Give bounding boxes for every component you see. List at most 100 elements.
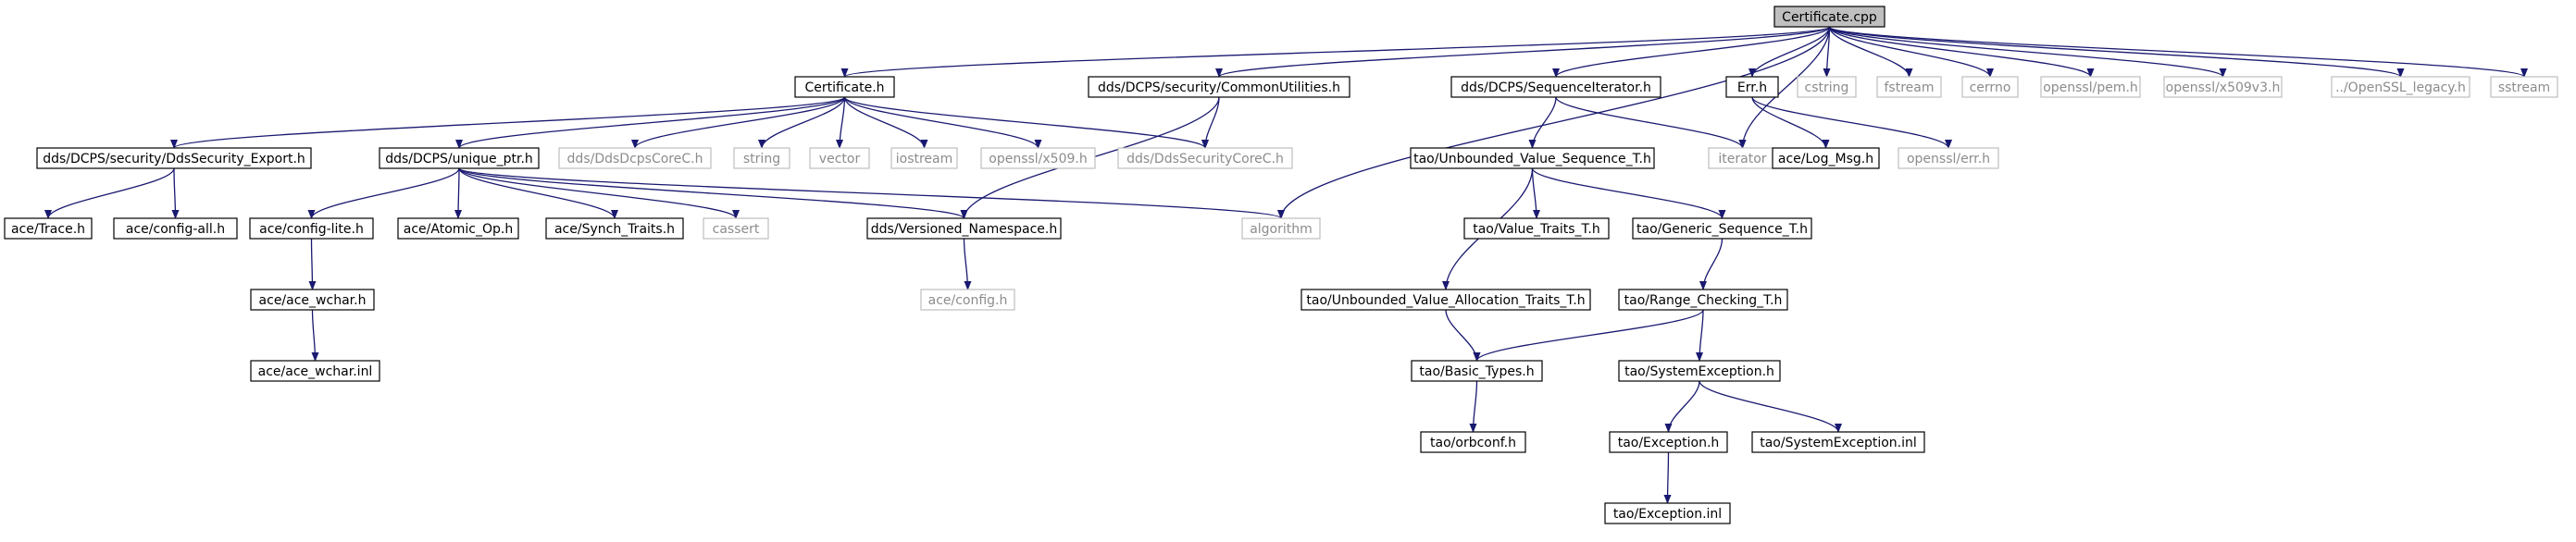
node-tao-unbounded-value-sequence-t-h[interactable]: tao/Unbounded_Value_Sequence_T.h bbox=[1410, 147, 1655, 169]
node-ace-config-lite-h[interactable]: ace/config-lite.h bbox=[249, 217, 374, 240]
edge-certificate_cpp-to-iterator bbox=[1738, 26, 1831, 149]
node-box bbox=[1725, 76, 1779, 98]
node-label: dds/DdsSecurityCoreC.h bbox=[1126, 152, 1284, 166]
node-openssl-x509-h: openssl/x509.h bbox=[980, 147, 1096, 169]
node-unique-ptr-h[interactable]: dds/DCPS/unique_ptr.h bbox=[379, 147, 540, 169]
node-tao-value-traits-t-h[interactable]: tao/Value_Traits_T.h bbox=[1463, 217, 1610, 240]
edge-unique_ptr_h-to-ace_synch_traits_h bbox=[458, 167, 618, 219]
node-label: openssl/pem.h bbox=[2043, 80, 2138, 95]
node-box bbox=[1751, 431, 1925, 453]
node-box bbox=[1876, 76, 1942, 98]
node-label: cerrno bbox=[1970, 80, 2011, 95]
node-tao-generic-sequence-t-h[interactable]: tao/Generic_Sequence_T.h bbox=[1632, 217, 1812, 240]
node-label: ace/config-lite.h bbox=[259, 222, 364, 237]
node-box bbox=[1618, 360, 1781, 382]
node-label: string bbox=[743, 152, 780, 166]
node-label: ace/config-all.h bbox=[126, 222, 225, 237]
edge-ace_config_lite_h-to-ace_ace_wchar_h bbox=[308, 238, 317, 290]
edge-certificate_h-to-unique_ptr_h bbox=[455, 96, 846, 149]
edge-certificate_h-to-string bbox=[758, 96, 846, 149]
edge-certificate_cpp-to-openssl_legacy_h bbox=[1828, 26, 2405, 78]
node-label: tao/Exception.h bbox=[1618, 436, 1720, 450]
node-box bbox=[545, 217, 684, 240]
node-label: openssl/x509v3.h bbox=[2166, 80, 2281, 95]
node-label: ace/Log_Msg.h bbox=[1778, 152, 1873, 166]
edge-tao_exception_h-to-tao_exception_inl bbox=[1663, 451, 1672, 504]
node-box bbox=[250, 289, 375, 311]
node-label: iterator bbox=[1718, 152, 1766, 166]
node-versioned-namespace-h[interactable]: dds/Versioned_Namespace.h bbox=[866, 217, 1062, 240]
node-box bbox=[250, 360, 380, 382]
node-box bbox=[980, 147, 1096, 169]
node-ace-synch-traits-h[interactable]: ace/Synch_Traits.h bbox=[545, 217, 684, 240]
node-label: fstream bbox=[1885, 80, 1935, 95]
edge-tao_unbounded_value_allocation_traits_t_h-to-tao_basic_types_h bbox=[1445, 309, 1481, 362]
node-ace-config-h: ace/config.h bbox=[920, 289, 1015, 311]
node-label: openssl/x509.h bbox=[989, 152, 1087, 166]
edge-certificate_h-to-openssl_x509_h bbox=[843, 96, 1042, 149]
node-box bbox=[1450, 76, 1661, 98]
node-fstream: fstream bbox=[1876, 76, 1942, 98]
node-box bbox=[794, 76, 895, 98]
edge-dds_security_export_h-to-ace_config_all_h bbox=[171, 167, 180, 219]
node-box bbox=[1797, 76, 1857, 98]
node-string: string bbox=[733, 147, 790, 169]
node-label: dds/DCPS/unique_ptr.h bbox=[385, 152, 533, 166]
node-box bbox=[36, 147, 312, 169]
node-openssl-pem-h: openssl/pem.h bbox=[2040, 76, 2141, 98]
node-label: dds/DCPS/security/DdsSecurity_Export.h bbox=[43, 152, 305, 166]
node-label: ace/Trace.h bbox=[11, 222, 85, 237]
edge-tao_generic_sequence_t_h-to-tao_range_checking_t_h bbox=[1699, 238, 1724, 290]
node-box bbox=[1632, 217, 1812, 240]
node-err-h[interactable]: Err.h bbox=[1725, 76, 1779, 98]
node-ace-trace-h[interactable]: ace/Trace.h bbox=[4, 217, 93, 240]
node-tao-basic-types-h[interactable]: tao/Basic_Types.h bbox=[1411, 360, 1543, 382]
node-algorithm: algorithm bbox=[1241, 217, 1321, 240]
node-label: ace/Atomic_Op.h bbox=[404, 222, 513, 237]
node-tao-system-exception-inl[interactable]: tao/SystemException.inl bbox=[1751, 431, 1925, 453]
node-label: ace/config.h bbox=[928, 293, 1008, 308]
node-label: ace/ace_wchar.h bbox=[259, 293, 367, 308]
node-common-utilities-h[interactable]: dds/DCPS/security/CommonUtilities.h bbox=[1088, 76, 1350, 98]
node-label: tao/Value_Traits_T.h bbox=[1473, 222, 1600, 237]
node-ace-log-msg-h[interactable]: ace/Log_Msg.h bbox=[1772, 147, 1880, 169]
node-cstring: cstring bbox=[1797, 76, 1857, 98]
node-box bbox=[379, 147, 540, 169]
node-dds-security-corec-h: dds/DdsSecurityCoreC.h bbox=[1117, 147, 1293, 169]
node-certificate-h[interactable]: Certificate.h bbox=[794, 76, 895, 98]
node-label: iostream bbox=[896, 152, 953, 166]
node-vector: vector bbox=[809, 147, 870, 169]
node-tao-system-exception-h[interactable]: tao/SystemException.h bbox=[1618, 360, 1781, 382]
edge-certificate_h-to-dds_dcps_corec_h bbox=[631, 96, 846, 149]
node-dds-security-export-h[interactable]: dds/DCPS/security/DdsSecurity_Export.h bbox=[36, 147, 312, 169]
edge-certificate_cpp-to-err_h bbox=[1748, 26, 1831, 78]
node-tao-exception-inl[interactable]: tao/Exception.inl bbox=[1604, 502, 1731, 524]
node-label: cassert bbox=[713, 222, 760, 237]
edge-ace_ace_wchar_h-to-ace_ace_wchar_inl bbox=[311, 309, 319, 362]
edge-unique_ptr_h-to-algorithm bbox=[458, 167, 1285, 219]
node-label: cstring bbox=[1805, 80, 1849, 95]
node-ace-atomic-op-h[interactable]: ace/Atomic_Op.h bbox=[397, 217, 519, 240]
node-certificate-cpp[interactable]: Certificate.cpp bbox=[1773, 6, 1885, 28]
node-sstream: sstream bbox=[2490, 76, 2558, 98]
node-label: Certificate.h bbox=[804, 80, 884, 95]
node-ace-ace-wchar-inl[interactable]: ace/ace_wchar.inl bbox=[250, 360, 380, 382]
edge-certificate_cpp-to-openssl_pem_h bbox=[1828, 26, 2095, 78]
node-box bbox=[1241, 217, 1321, 240]
node-tao-exception-h[interactable]: tao/Exception.h bbox=[1609, 431, 1728, 453]
node-tao-unbounded-value-allocation-traits-t-h[interactable]: tao/Unbounded_Value_Allocation_Traits_T.… bbox=[1300, 289, 1591, 311]
edge-tao_unbounded_value_sequence_t_h-to-tao_value_traits_t_h bbox=[1531, 167, 1540, 219]
node-label: ace/ace_wchar.inl bbox=[258, 364, 373, 379]
node-openssl-err-h: openssl/err.h bbox=[1898, 147, 1999, 169]
edge-certificate_cpp-to-certificate_h bbox=[841, 26, 1831, 78]
node-iterator: iterator bbox=[1708, 147, 1777, 169]
node-sequence-iterator-h[interactable]: dds/DCPS/SequenceIterator.h bbox=[1450, 76, 1661, 98]
node-ace-config-all-h[interactable]: ace/config-all.h bbox=[113, 217, 238, 240]
node-ace-ace-wchar-h[interactable]: ace/ace_wchar.h bbox=[250, 289, 375, 311]
node-label: ../OpenSSL_legacy.h bbox=[2335, 80, 2466, 95]
node-label: dds/Versioned_Namespace.h bbox=[871, 222, 1057, 237]
node-tao-orbconf-h[interactable]: tao/orbconf.h bbox=[1420, 431, 1526, 453]
node-label: dds/DCPS/security/CommonUtilities.h bbox=[1098, 80, 1340, 95]
node-tao-range-checking-t-h[interactable]: tao/Range_Checking_T.h bbox=[1618, 289, 1788, 311]
